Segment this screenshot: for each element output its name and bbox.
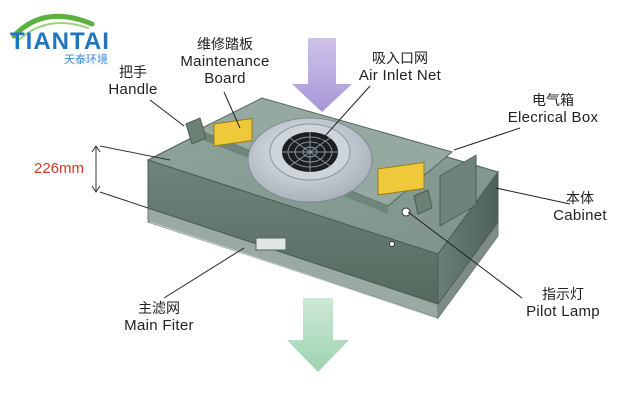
- main-filter-en: Main Fiter: [124, 317, 194, 334]
- logo-swoosh-icon: [11, 13, 95, 40]
- maintenance-board-en-1: Maintenance: [180, 53, 270, 70]
- main-filter-label: 主滤网 Main Fiter: [104, 300, 214, 334]
- pilot-lamp-icon: [401, 207, 411, 217]
- leader-lines: [149, 85, 571, 299]
- cabinet-en: Cabinet: [553, 207, 607, 224]
- dimension-label: 226mm: [34, 160, 85, 177]
- cabinet-cn: 本体: [566, 190, 594, 206]
- handle-label: 把手 Handle: [98, 64, 168, 98]
- inlet-arrow-icon: [292, 38, 352, 112]
- maintenance-board-cn: 维修踏板: [197, 36, 253, 52]
- pilot-lamp-cn: 指示灯: [542, 286, 584, 302]
- maintenance-board-sticker: [213, 118, 253, 147]
- dimension-indicator: [91, 145, 171, 209]
- electrical-box: [439, 154, 477, 227]
- cabinet-label: 本体 Cabinet: [540, 190, 620, 224]
- air-inlet-cn: 吸入口网: [372, 50, 428, 66]
- pilot-lamp-label: 指示灯 Pilot Lamp: [508, 286, 618, 320]
- electrical-box-label: 电气箱 Elecrical Box: [488, 92, 618, 126]
- maintenance-board-en-2: Board: [204, 70, 246, 87]
- air-inlet-en: Air Inlet Net: [358, 67, 442, 84]
- handle-cn: 把手: [119, 64, 147, 80]
- main-filter-cn: 主滤网: [138, 300, 180, 316]
- air-inlet-label: 吸入口网 Air Inlet Net: [340, 50, 460, 84]
- outlet-arrow-icon: [287, 298, 349, 372]
- electrical-box-sticker: [377, 161, 425, 196]
- logo-subtitle: 天泰环境: [64, 53, 108, 66]
- handle: [185, 117, 207, 145]
- electrical-box-en: Elecrical Box: [507, 109, 599, 126]
- company-logo: TIANTAI 天泰环境: [4, 6, 124, 66]
- logo-brand: TIANTAI: [10, 28, 110, 55]
- air-inlet-net-icon: [282, 132, 338, 172]
- pilot-lamp-en: Pilot Lamp: [526, 303, 600, 320]
- electrical-box-cn: 电气箱: [532, 92, 574, 108]
- maintenance-board-label: 维修踏板 Maintenance Board: [170, 36, 280, 87]
- handle-en: Handle: [108, 81, 158, 98]
